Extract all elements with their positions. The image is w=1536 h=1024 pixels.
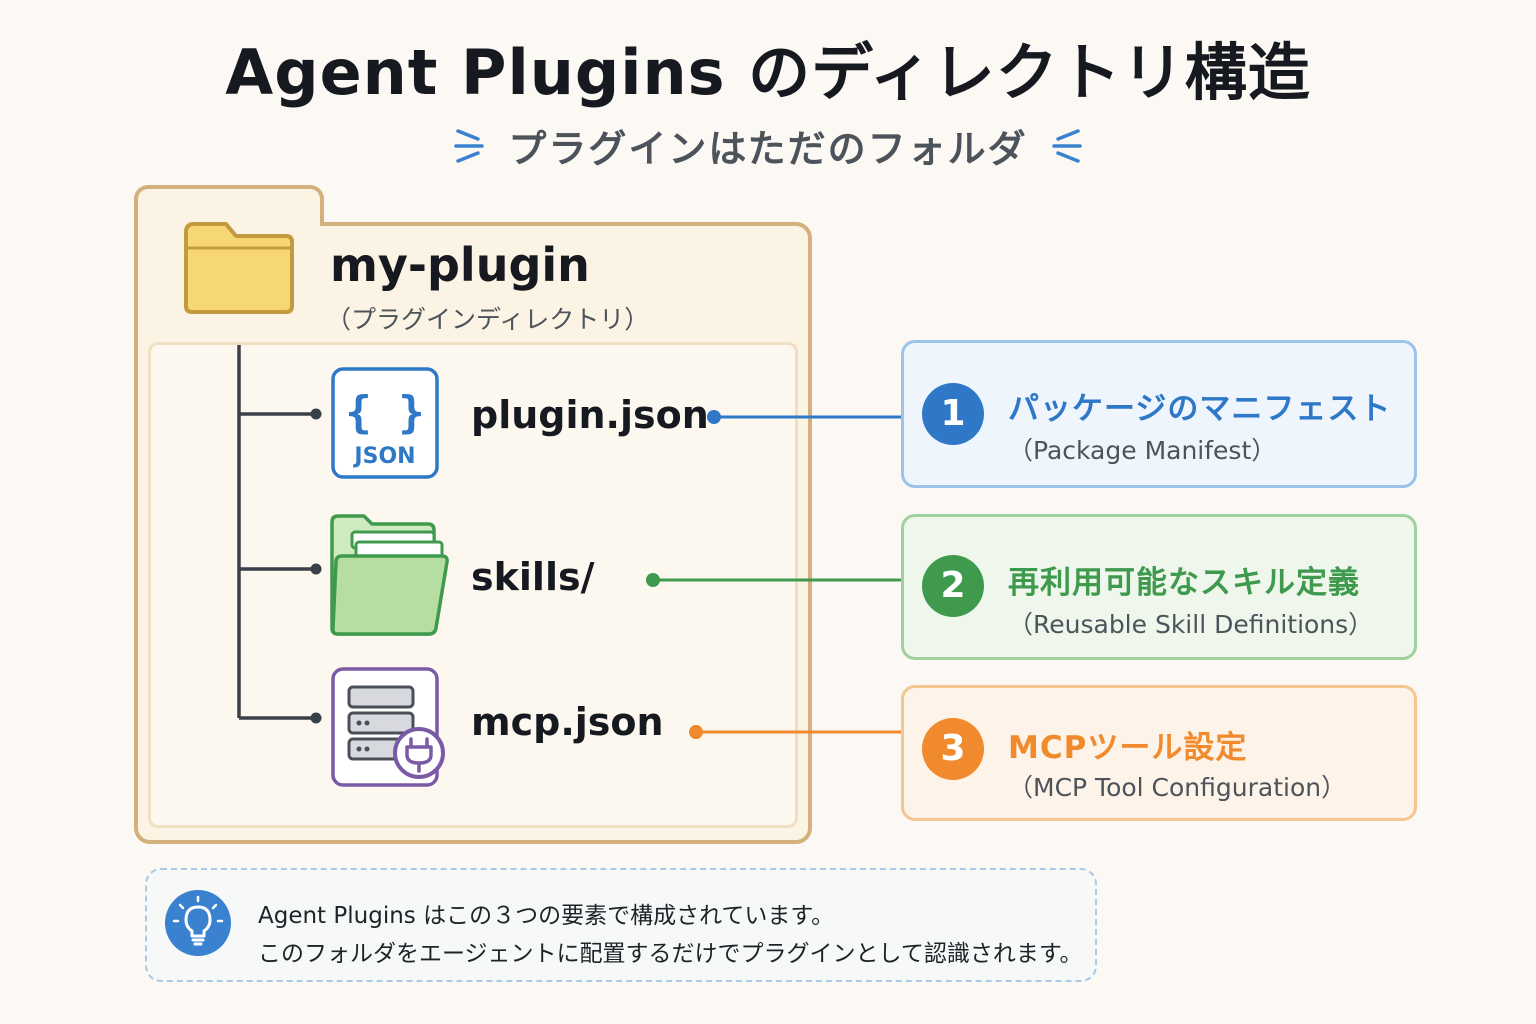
file-mcp-json: mcp.json <box>471 700 664 744</box>
callout-mcp-config: 3 MCPツール設定 （MCP Tool Configuration） <box>901 685 1417 821</box>
file-plugin-json: plugin.json <box>471 393 709 437</box>
callout-subtitle: （MCP Tool Configuration） <box>1008 773 1347 802</box>
page-title: Agent Plugins のディレクトリ構造 <box>225 36 1311 109</box>
callout-subtitle: （Package Manifest） <box>1008 436 1277 465</box>
callout-number-badge: 1 <box>922 383 984 445</box>
callout-package-manifest: 1 パッケージのマニフェスト （Package Manifest） <box>901 340 1417 488</box>
json-icon-label: JSON <box>352 444 415 469</box>
note-line-2: このフォルダをエージェントに配置するだけでプラグインとして認識されます。 <box>258 941 1083 967</box>
folder-contents <box>148 342 798 828</box>
skills-folder-icon <box>328 512 450 638</box>
sparkle-left-icon <box>454 128 485 163</box>
callout-title: 再利用可能なスキル定義 <box>1008 565 1360 601</box>
file-skills-dir: skills/ <box>471 555 595 599</box>
folder-icon <box>184 222 294 314</box>
callout-number-badge: 3 <box>922 718 984 780</box>
lightbulb-icon <box>165 890 231 956</box>
subtitle-row: プラグインはただのフォルダ <box>0 118 1536 173</box>
root-folder-name: my-plugin <box>330 238 590 292</box>
callout-number-badge: 2 <box>922 555 984 617</box>
callout-title: MCPツール設定 <box>1008 730 1248 766</box>
callout-subtitle: （Reusable Skill Definitions） <box>1008 610 1374 639</box>
json-file-icon: { } JSON <box>331 367 439 479</box>
svg-text:{ }: { } <box>345 387 424 438</box>
sparkle-right-icon <box>1051 128 1082 163</box>
note-line-1: Agent Plugins はこの３つの要素で構成されています。 <box>258 903 835 929</box>
info-note <box>145 868 1097 982</box>
callout-title: パッケージのマニフェスト <box>1008 391 1392 427</box>
callout-skill-definitions: 2 再利用可能なスキル定義 （Reusable Skill Definition… <box>901 514 1417 660</box>
root-folder-caption: （プラグインディレクトリ） <box>326 305 650 334</box>
server-plug-icon <box>331 667 449 789</box>
page-subtitle: プラグインはただのフォルダ <box>508 127 1028 171</box>
